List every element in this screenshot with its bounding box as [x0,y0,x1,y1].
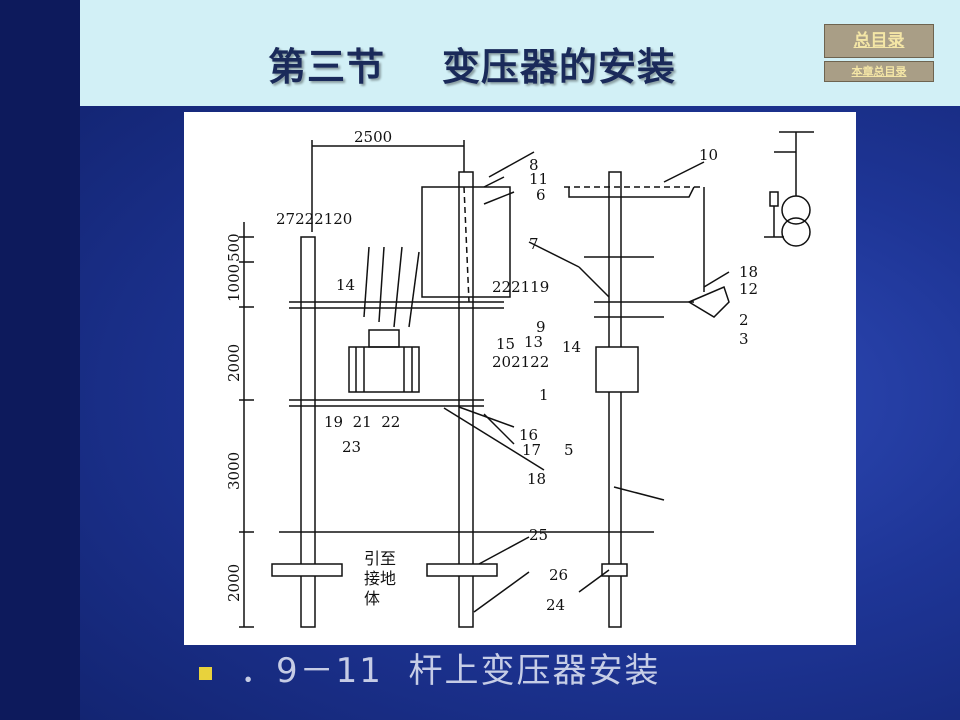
page-title: 第三节 变压器的安装 [268,44,676,89]
label-7: 7 [529,235,539,253]
label-6: 6 [536,186,546,204]
label-14b: 14 [562,338,581,356]
label-3: 3 [739,330,749,348]
label-18a: 18 [739,263,758,281]
ground-note-line2: 接地 [364,569,396,588]
label-2: 2 [739,311,749,329]
dim-width: 2500 [354,128,392,146]
label-222119: 222119 [492,278,549,296]
left-band [0,0,80,720]
label-9: 9 [536,318,546,336]
label-10: 10 [699,146,718,164]
label-192122: 19 21 22 [324,413,400,431]
label-1: 1 [539,386,549,404]
figure-caption: ．9－11 杆上变压器安装 [240,651,661,691]
label-14a: 14 [336,276,355,294]
label-12: 12 [739,280,758,298]
ground-note-line3: 体 [364,589,380,608]
ground-note-line1: 引至 [364,549,396,568]
dim-3000: 3000 [225,452,243,490]
header-bar [80,0,960,106]
main-contents-button[interactable]: 总目录 [824,24,934,58]
label-8: 8 [529,156,539,174]
label-202122: 202122 [492,353,549,371]
label-24: 24 [546,596,565,614]
caption-bullet [199,667,212,680]
transformer-installation-diagram: 2500 1000 500 2000 3000 2000 8 11 6 10 2… [184,112,856,645]
label-5: 5 [564,441,574,459]
label-13: 13 [524,333,543,351]
chapter-contents-button[interactable]: 本章总目录 [824,61,934,82]
label-16: 16 [519,426,538,444]
label-15: 15 [496,335,515,353]
dim-2000-upper: 2000 [225,344,243,382]
label-23: 23 [342,438,361,456]
label-25: 25 [529,526,548,544]
label-18b: 18 [527,470,546,488]
label-17: 17 [522,441,541,459]
dim-2000-lower: 2000 [225,564,243,602]
label-11: 11 [529,170,548,188]
label-27: 27222120 [276,210,352,228]
dim-1000: 1000 [225,264,243,302]
dim-500: 500 [225,233,243,262]
label-26: 26 [549,566,568,584]
